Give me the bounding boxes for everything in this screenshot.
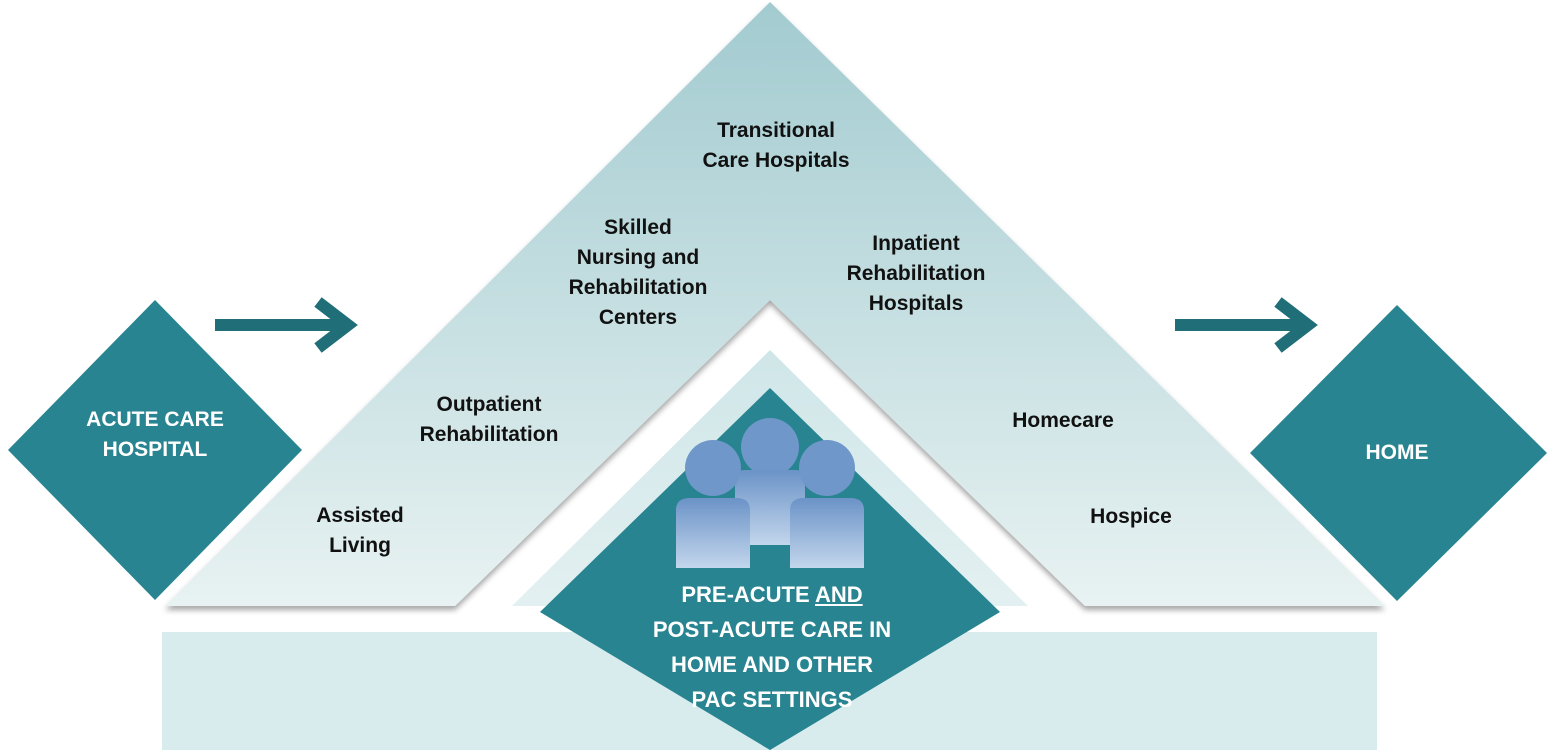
- pac-line-1: PRE-ACUTE AND: [681, 582, 863, 607]
- acute-care-diamond: [8, 300, 302, 600]
- inner-chevron: [512, 350, 1028, 606]
- home-label: HOME: [1365, 441, 1429, 464]
- center-diamond: [540, 388, 1000, 750]
- acute-care-hospital-label: ACUTE CARE HOSPITAL: [86, 408, 224, 461]
- right-arrow-icon: [1175, 297, 1318, 353]
- inpatient-rehab-label: Inpatient Rehabilitation Hospitals: [846, 232, 986, 315]
- skilled-nursing-label: Skilled Nursing and Rehabilitation Cente…: [568, 216, 708, 329]
- pac-settings-label: PRE-ACUTE AND POST-ACUTE CARE IN HOME AN…: [653, 577, 891, 717]
- transitional-care-label: Transitional Care Hospitals: [702, 119, 850, 172]
- outpatient-rehab-label: Outpatient Rehabilitation: [419, 393, 559, 446]
- right-arrow-icon: [215, 297, 358, 353]
- hospice-label: Hospice: [1090, 505, 1172, 528]
- homecare-label: Homecare: [1012, 409, 1114, 432]
- roof-band: [165, 2, 1385, 606]
- assisted-living-label: Assisted Living: [316, 504, 404, 557]
- home-diamond: [1250, 305, 1547, 601]
- people-group-icon: [676, 418, 864, 568]
